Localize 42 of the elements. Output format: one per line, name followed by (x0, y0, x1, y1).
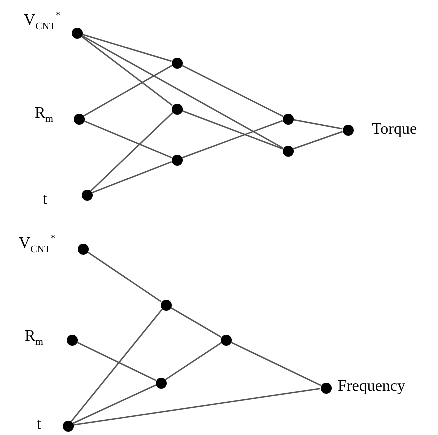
connector-line (165, 342, 222, 381)
connector-line (70, 308, 164, 422)
variable-label: t (43, 191, 48, 209)
connector-line (80, 36, 174, 106)
connector-line (82, 34, 172, 62)
connector-line (182, 64, 284, 118)
connector-line (81, 35, 284, 149)
connector-line (83, 65, 173, 117)
variable-label: R$_{m}$ (25, 328, 44, 350)
node-dot (320, 382, 332, 394)
node-dot (74, 114, 84, 124)
node-dot (62, 420, 74, 432)
connector-line (72, 384, 156, 424)
connector-line (230, 342, 322, 386)
connector-line (293, 119, 343, 130)
node-dot (160, 300, 172, 310)
node-dot (342, 124, 354, 136)
connector-line (182, 110, 284, 150)
connector-line (73, 388, 321, 426)
connector-line (90, 112, 174, 192)
node-dot (172, 58, 182, 68)
node-dot (66, 334, 78, 346)
node-dot (220, 334, 232, 346)
node-dot (172, 154, 182, 166)
node-dot (78, 244, 88, 254)
node-dot (282, 146, 294, 156)
variable-label: Frequency (338, 378, 406, 396)
variable-label: R$_{m}$ (35, 104, 54, 128)
connector-line (92, 161, 172, 194)
variable-label: Torque (372, 121, 418, 139)
connector-line (170, 307, 222, 338)
node-dot (82, 190, 92, 200)
connector-line (76, 342, 156, 382)
node-dot (172, 104, 182, 114)
connector-line (182, 120, 284, 159)
node-dot (282, 114, 294, 124)
node-dot (156, 378, 166, 388)
connector-line (292, 131, 344, 150)
connector-line (84, 120, 172, 159)
node-dot (72, 28, 82, 38)
connector-line (87, 252, 162, 302)
variable-label: t (37, 416, 42, 434)
